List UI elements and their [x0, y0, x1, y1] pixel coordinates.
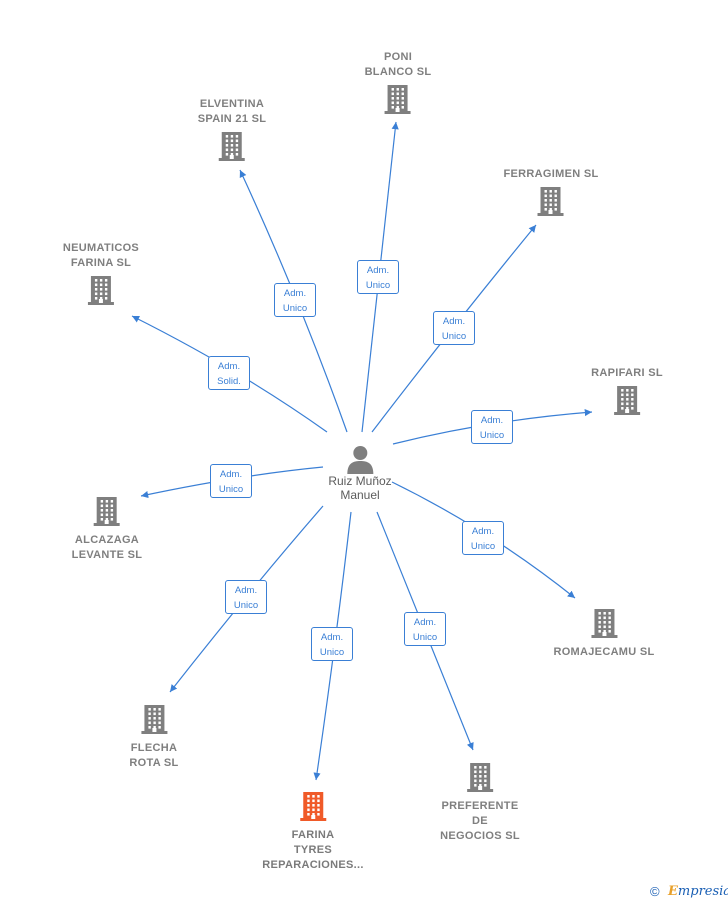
role-label-line: Unico: [479, 430, 505, 441]
building-icon: [590, 609, 617, 638]
brand-logo[interactable]: Empresia: [668, 884, 728, 899]
company-node[interactable]: ELVENTINA SPAIN 21 SL: [198, 97, 267, 168]
role-label[interactable]: Adm. Unico: [462, 521, 504, 555]
role-label[interactable]: Adm. Unico: [404, 612, 446, 646]
role-label-line: Adm.: [366, 265, 390, 276]
company-name: NEUMATICOS FARINA SL: [63, 241, 139, 271]
person-name-line-1: Ruiz Muñoz: [328, 474, 392, 488]
role-label-line: Adm.: [471, 526, 495, 537]
building-icon: [93, 497, 120, 526]
company-name-line: FLECHA: [130, 742, 178, 754]
company-node[interactable]: NEUMATICOS FARINA SL: [63, 241, 139, 312]
company-name: ROMAJECAMU SL: [553, 645, 654, 660]
company-name-line: PREFERENTE: [441, 800, 519, 812]
role-label-line: Adm.: [320, 632, 344, 643]
company-name-line: NEGOCIOS SL: [440, 830, 520, 842]
role-label-line: Adm.: [480, 415, 504, 426]
company-name: PONI BLANCO SL: [365, 50, 432, 80]
role-label[interactable]: Adm. Unico: [311, 627, 353, 661]
building-icon: [538, 187, 564, 216]
role-label-line: Unico: [319, 647, 345, 658]
role-label-line: Unico: [470, 541, 496, 552]
company-node[interactable]: RAPIFARI SL: [591, 366, 663, 422]
company-node[interactable]: ALCAZAGA LEVANTE SL: [72, 492, 143, 563]
role-label-line: Unico: [441, 331, 467, 342]
role-label-line: Unico: [412, 632, 438, 643]
company-name: ALCAZAGA LEVANTE SL: [72, 533, 143, 563]
company-name-line: BLANCO SL: [364, 66, 432, 78]
role-label[interactable]: Adm. Unico: [471, 410, 513, 444]
company-name-line: FARINA: [291, 829, 335, 841]
role-label[interactable]: Adm. Unico: [357, 260, 399, 294]
company-name-line: ALCAZAGA: [74, 534, 140, 546]
company-name-line: ROMAJECAMU SL: [553, 646, 655, 658]
role-label-line: Adm.: [219, 469, 243, 480]
company-name-line: FERRAGIMEN SL: [503, 168, 599, 180]
company-name-line: FARINA SL: [70, 257, 132, 269]
company-name-line: DE: [472, 815, 488, 827]
role-label-line: Unico: [233, 600, 259, 611]
building-icon: [466, 763, 493, 792]
role-label-line: Unico: [282, 303, 308, 314]
company-name-line: NEUMATICOS: [62, 242, 140, 254]
company-name: FERRAGIMEN SL: [504, 167, 599, 182]
role-label-line: Adm.: [442, 316, 466, 327]
company-name: PREFERENTE DE NEGOCIOS SL: [440, 799, 520, 844]
role-label-line: Adm.: [234, 585, 258, 596]
company-name-line: SPAIN 21 SL: [197, 113, 267, 125]
company-name: FARINA TYRES REPARACIONES...: [262, 828, 363, 873]
person-name-line-2: Manuel: [340, 488, 380, 502]
company-node[interactable]: FERRAGIMEN SL: [504, 167, 599, 223]
company-name-line: ROTA SL: [129, 757, 179, 769]
company-name: RAPIFARI SL: [591, 366, 663, 381]
company-name: FLECHA ROTA SL: [129, 741, 178, 771]
role-label[interactable]: Adm. Unico: [433, 311, 475, 345]
role-label-line: Unico: [218, 484, 244, 495]
company-name-line: TYRES: [293, 844, 333, 856]
company-node[interactable]: PONI BLANCO SL: [365, 50, 432, 121]
person-icon: [346, 446, 373, 474]
company-name-line: RAPIFARI SL: [591, 367, 663, 379]
company-name-line: ELVENTINA: [199, 98, 265, 110]
brand-initial: E: [668, 884, 678, 899]
role-label[interactable]: Adm. Solid.: [208, 356, 250, 390]
company-name-line: REPARACIONES...: [262, 859, 364, 871]
role-label-line: Adm.: [217, 361, 241, 372]
company-node[interactable]: ROMAJECAMU SL: [553, 604, 654, 660]
building-icon: [385, 85, 411, 114]
role-label[interactable]: Adm. Unico: [274, 283, 316, 317]
company-node[interactable]: FLECHA ROTA SL: [129, 700, 178, 771]
company-name: ELVENTINA SPAIN 21 SL: [198, 97, 267, 127]
building-icon: [614, 386, 640, 415]
brand-rest: mpresia: [677, 884, 728, 899]
building-icon: [87, 276, 114, 305]
company-node[interactable]: PREFERENTE DE NEGOCIOS SL: [440, 758, 520, 844]
center-person-node[interactable]: Ruiz Muñoz Manuel: [328, 444, 392, 502]
role-label-line: Solid.: [217, 376, 241, 387]
company-node[interactable]: FARINA TYRES REPARACIONES...: [262, 787, 363, 873]
role-label-line: Adm.: [413, 617, 437, 628]
role-label-line: Unico: [365, 280, 391, 291]
role-label[interactable]: Adm. Unico: [225, 580, 267, 614]
role-label[interactable]: Adm. Unico: [210, 464, 252, 498]
building-icon: [141, 705, 167, 734]
building-icon: [218, 132, 245, 161]
company-name-line: PONI: [383, 51, 413, 63]
role-label-line: Adm.: [283, 288, 307, 299]
company-name-line: LEVANTE SL: [71, 549, 143, 561]
building-icon: [299, 792, 326, 821]
copyright-icon: ©: [650, 884, 660, 899]
